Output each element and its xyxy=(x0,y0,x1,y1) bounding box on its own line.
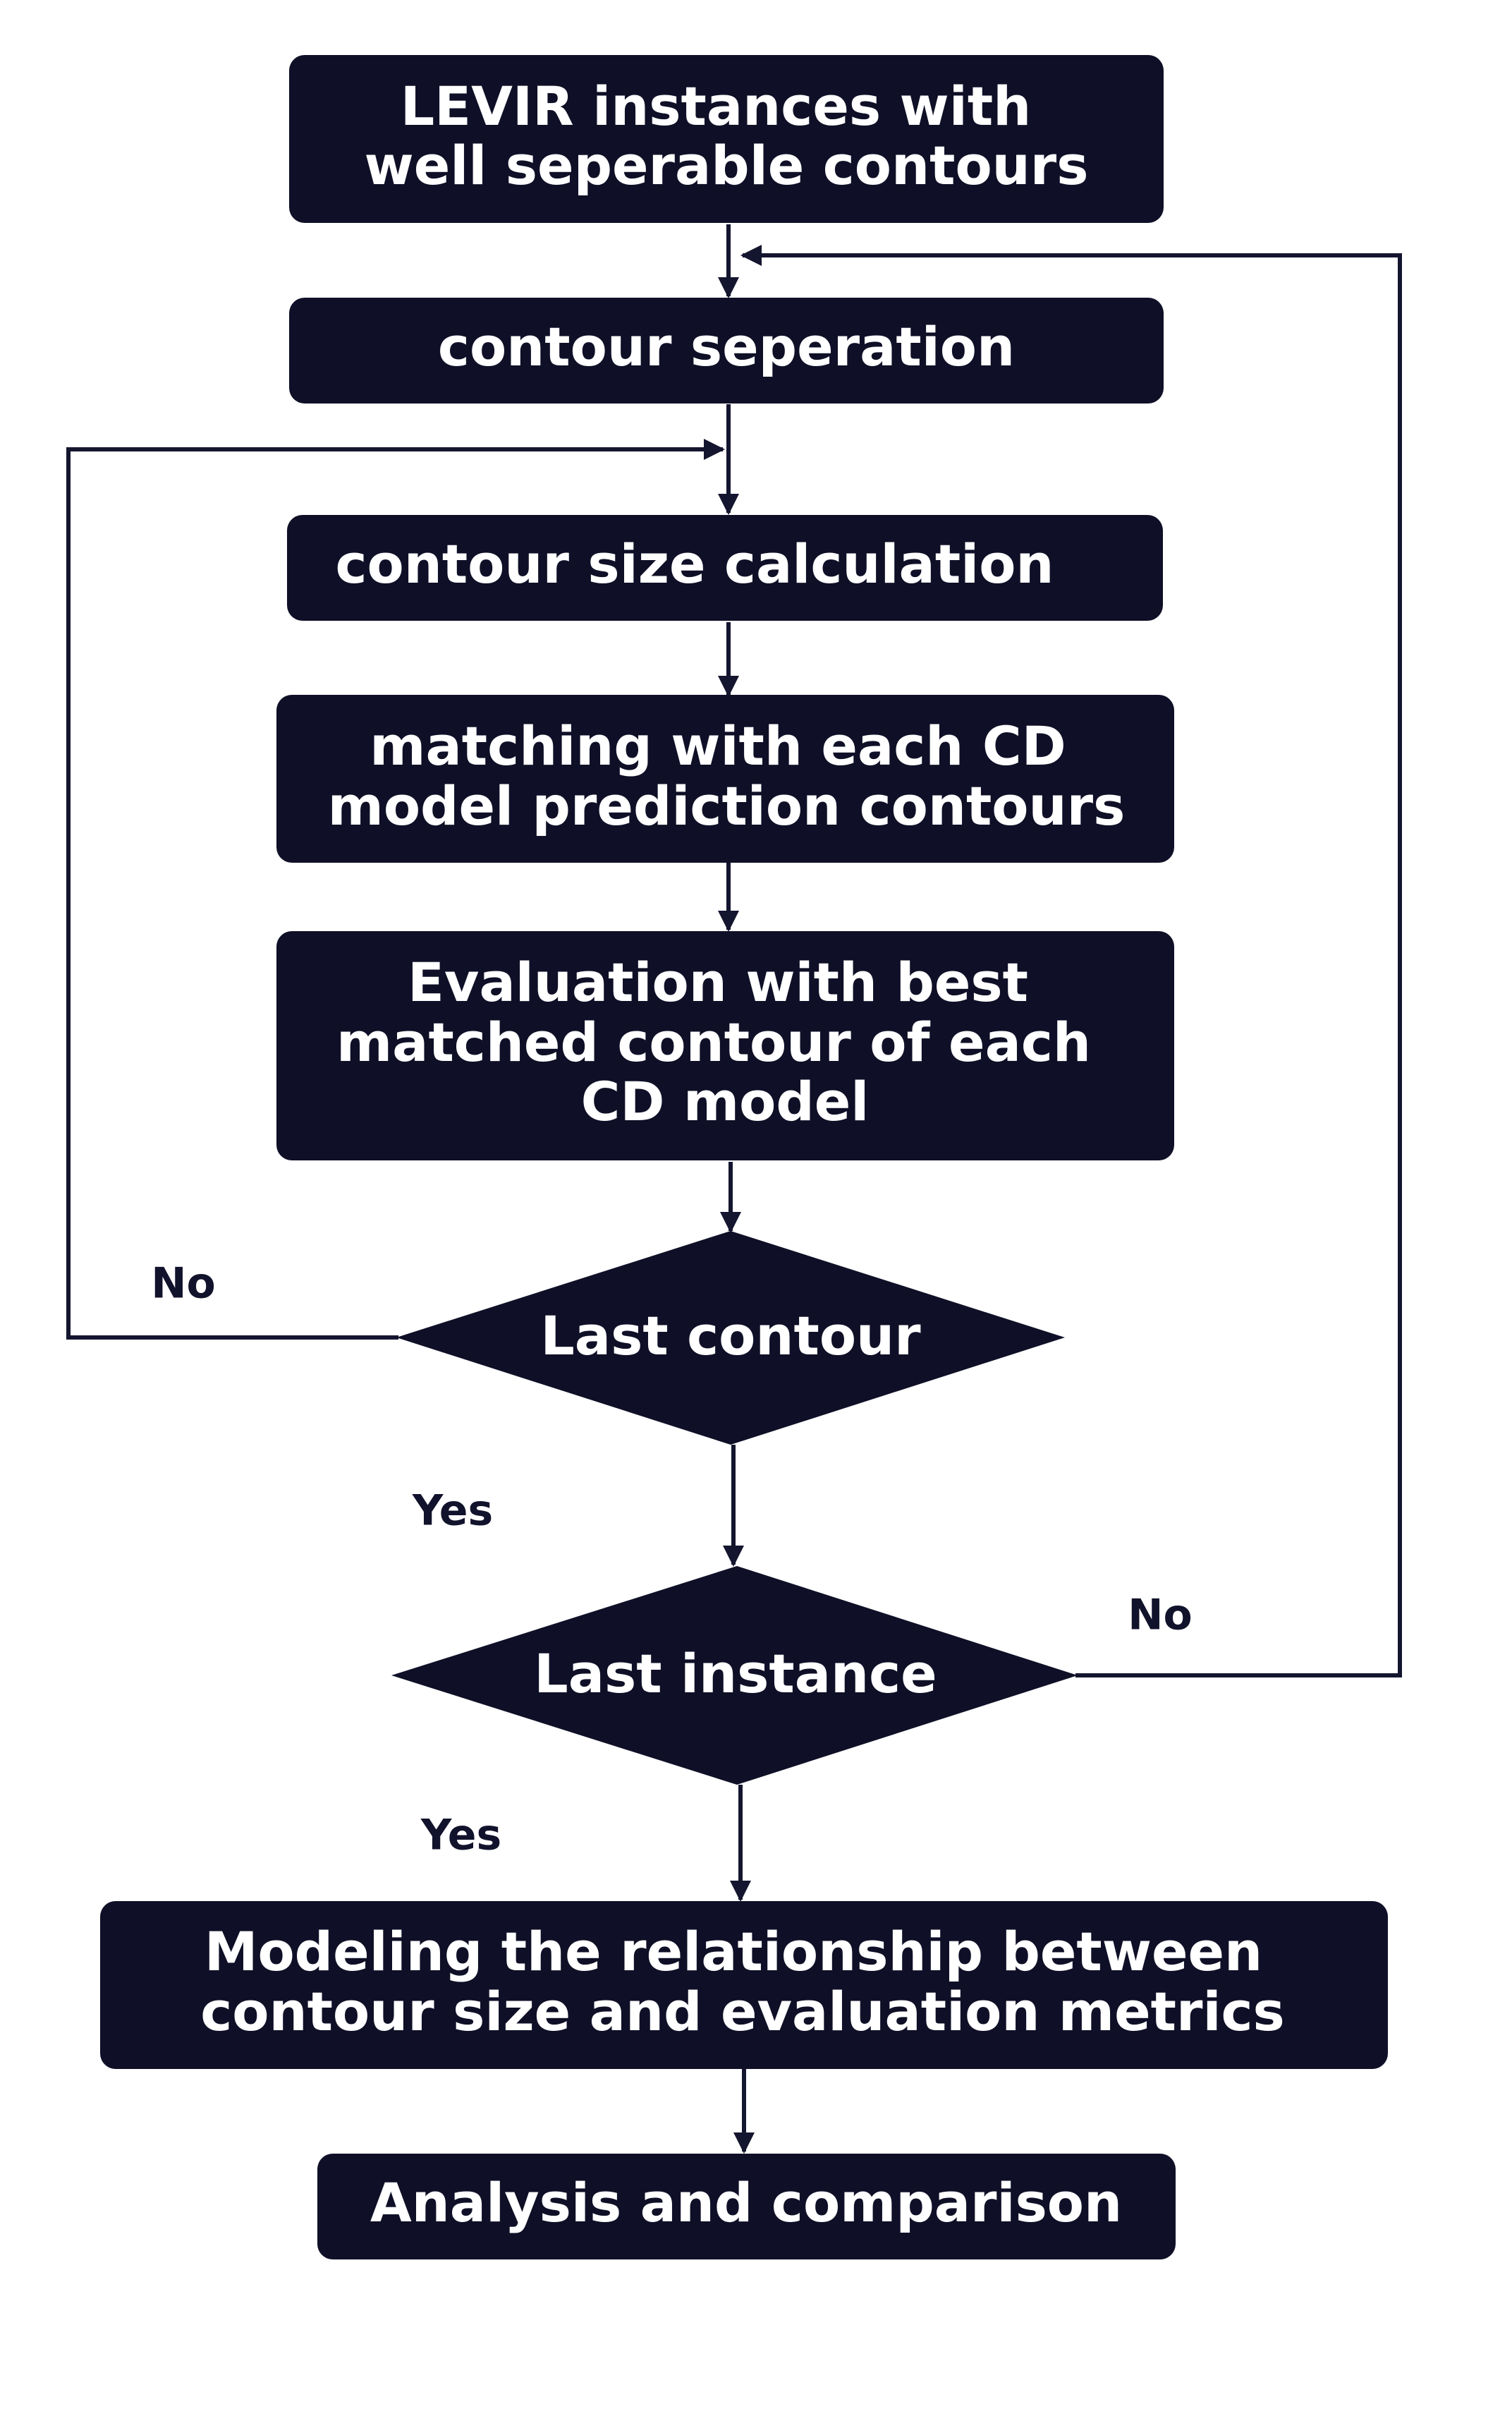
contour-size-calculation-label: contour size calculation xyxy=(335,533,1054,595)
levir-instances-line-1: LEVIR instances with xyxy=(401,75,1032,138)
edge-last-instance-no-loop xyxy=(740,245,1402,1677)
analysis-label: Analysis and comparison xyxy=(370,2171,1122,2234)
branch-label-last-instance-yes: Yes xyxy=(420,1811,501,1860)
process-box-evaluation: Evaluation with best matched contour of … xyxy=(276,931,1174,1160)
process-box-contour-separation: contour seperation xyxy=(289,298,1164,403)
matching-line-1: matching with each CD xyxy=(370,715,1066,777)
process-box-modeling: Modeling the relationship between contou… xyxy=(100,1901,1388,2069)
branch-label-last-contour-yes: Yes xyxy=(412,1486,493,1536)
branch-label-last-contour-no: No xyxy=(151,1259,215,1309)
process-box-contour-size-calculation: contour size calculation xyxy=(287,515,1163,621)
edges xyxy=(66,224,1402,2154)
contour-separation-label: contour seperation xyxy=(438,315,1015,378)
modeling-line-2: contour size and evaluation metrics xyxy=(200,1980,1285,2043)
evaluation-line-3: CD model xyxy=(581,1070,870,1133)
modeling-line-1: Modeling the relationship between xyxy=(205,1920,1262,1983)
levir-instances-line-2: well seperable contours xyxy=(364,134,1088,197)
branch-label-last-instance-no: No xyxy=(1128,1591,1192,1640)
process-box-analysis: Analysis and comparison xyxy=(317,2154,1176,2259)
decision-last-contour: Last contour xyxy=(396,1231,1065,1445)
last-contour-label: Last contour xyxy=(540,1304,921,1367)
edge-last-contour-no-loop xyxy=(66,439,725,1340)
process-box-levir-instances: LEVIR instances with well seperable cont… xyxy=(289,55,1164,223)
last-instance-label: Last instance xyxy=(534,1642,937,1705)
process-box-matching: matching with each CD model prediction c… xyxy=(276,695,1174,863)
matching-line-2: model prediction contours xyxy=(328,775,1126,837)
evaluation-line-2: matched contour of each xyxy=(336,1011,1091,1074)
decision-last-instance: Last instance xyxy=(391,1566,1078,1785)
evaluation-line-1: Evaluation with best xyxy=(408,951,1028,1014)
